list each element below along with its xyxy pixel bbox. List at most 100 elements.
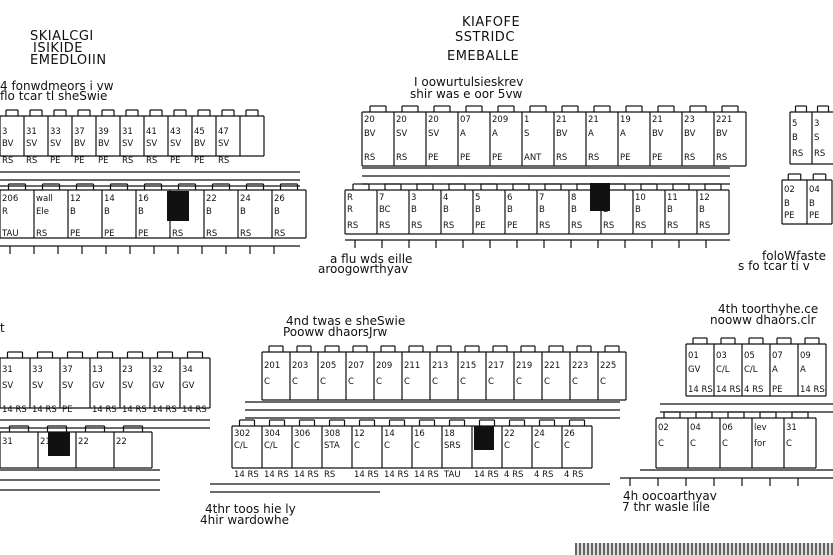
caption-left-stub: t [0, 321, 5, 335]
g4-lower-sub: 4 RS [534, 470, 553, 480]
g6-lower-sub: PE [784, 211, 795, 221]
g4-lower-sub: RS [324, 470, 335, 480]
g3-unit-code: SV [32, 381, 43, 391]
g1-unit-sub: PE [194, 156, 205, 166]
g3-unit-number: 37 [62, 365, 73, 375]
g6-unit-number: 3 [814, 119, 819, 129]
g2-lower-number: 10 [635, 193, 646, 203]
g5-unit-code: A [800, 365, 806, 375]
title-top-center-3: EMEBALLE [447, 49, 520, 64]
g2-unit-number: 221 [716, 115, 732, 125]
g3-lower-number: 31 [2, 437, 13, 447]
g4-unit-number: 211 [404, 361, 420, 371]
g2-lower-number: 7 [379, 193, 384, 203]
g2-unit-code: BV [716, 129, 728, 139]
g4-lower-number: 302 [234, 429, 250, 439]
g6-unit-sub: RS [814, 149, 825, 159]
g1-lower-code: B [70, 207, 76, 217]
g4-lower-number: 24 [534, 429, 545, 439]
g5-unit-sub: 14 RS [800, 385, 825, 395]
g2-lower-number: 4 [443, 193, 448, 203]
g2-unit-code: BV [652, 129, 664, 139]
g2-unit-number: 21 [556, 115, 567, 125]
g2-unit-number: 07 [460, 115, 471, 125]
g1-lower-sub: PE [70, 229, 81, 239]
g1-unit-number: 33 [50, 127, 61, 137]
g2-lower-sub: RS [379, 221, 390, 231]
g2-lower-code: B [411, 205, 417, 215]
g6-unit-code: B [792, 133, 798, 143]
g6-lower-number: 02 [784, 185, 795, 195]
g4-unit-number: 201 [264, 361, 280, 371]
g4-lower-code: C/L [264, 441, 278, 451]
g3-unit-sub: 14 RS [182, 405, 207, 415]
g2-column-block [590, 183, 610, 211]
g4-lower-sub: 14 RS [414, 470, 439, 480]
g1-unit-code: SV [218, 139, 229, 149]
g4-unit-code: C [544, 377, 550, 387]
g4-lower-number: 22 [504, 429, 515, 439]
g1-unit-code: BV [2, 139, 14, 149]
g3-unit-sub: 14 RS [152, 405, 177, 415]
g3-lower-number: 21 [40, 437, 51, 447]
g4-lower-number: 308 [324, 429, 340, 439]
g5-lower-code: for [754, 439, 766, 449]
g1-unit-number: 37 [74, 127, 85, 137]
g1-lower-number: 22 [172, 194, 183, 204]
g4-unit-code: C [516, 377, 522, 387]
g2-lower-number: 12 [699, 193, 710, 203]
g3-unit-sub: 14 RS [2, 405, 27, 415]
g5-unit-sub: PE [772, 385, 783, 395]
g5-lower-code: C [690, 439, 696, 449]
g2-unit-number: 19 [620, 115, 631, 125]
g4-unit-number: 205 [320, 361, 336, 371]
g4-lower-code: C [354, 441, 360, 451]
g2-unit-code: SV [396, 129, 407, 139]
g1-unit-number: 31 [26, 127, 37, 137]
g6-unit-number: 5 [792, 119, 797, 129]
g1-unit-code: SV [26, 139, 37, 149]
g1-unit-code: SV [146, 139, 157, 149]
caption-g2-a: I oowurtulsieskrev [414, 75, 524, 89]
g2-unit-code: BV [556, 129, 568, 139]
g3-unit-code: GV [182, 381, 195, 391]
g4-unit-number: 209 [376, 361, 392, 371]
g1-lower-sub: RS [36, 229, 47, 239]
g2-lower-code: BC [379, 205, 391, 215]
g2-unit-sub: RS [588, 153, 599, 163]
g2-unit-number: 21 [588, 115, 599, 125]
g4-unit-number: 223 [572, 361, 588, 371]
g4-lower-sub: TAU [443, 470, 461, 480]
g1-unit-number: 43 [170, 127, 181, 137]
g1-lower-number: 16 [138, 194, 149, 204]
g2-lower-number: 8 [571, 193, 576, 203]
g4-lower-number: 20 [474, 429, 485, 439]
g4-unit-code: C [376, 377, 382, 387]
g2-unit-code: A [588, 129, 594, 139]
g5-unit-code: GV [688, 365, 701, 375]
g4-lower-code: STA [324, 441, 340, 451]
g2-lower-number: 9 [603, 193, 608, 203]
g4-unit-number: 207 [348, 361, 364, 371]
g1-unit-sub: PE [50, 156, 61, 166]
g5-unit-number: 01 [688, 351, 699, 361]
g6-lower-number: 04 [809, 185, 820, 195]
g5-lower-code: C [658, 439, 664, 449]
g1-unit-sub: PE [170, 156, 181, 166]
g1-unit-code: BV [194, 139, 206, 149]
g2-lower-number: 11 [667, 193, 678, 203]
g4-column-block [474, 426, 494, 450]
legend-hatch-bar [575, 543, 833, 555]
caption-g4-b: Pooww dhaorsJrw [283, 325, 388, 339]
g2-unit-code: SV [428, 129, 439, 139]
g4-lower-number: 16 [414, 429, 425, 439]
g5-lower-code: C [722, 439, 728, 449]
g4-lower-number: 26 [564, 429, 575, 439]
g1-lower-sub: RS [206, 229, 217, 239]
g4-unit-number: 203 [292, 361, 308, 371]
caption-g5-c: 4h oocoarthyav [623, 489, 717, 503]
caption-g3-b: 4hir wardowhe [200, 513, 289, 527]
g3-unit-sub: 14 RS [92, 405, 117, 415]
g4-lower-code: C [474, 441, 480, 451]
